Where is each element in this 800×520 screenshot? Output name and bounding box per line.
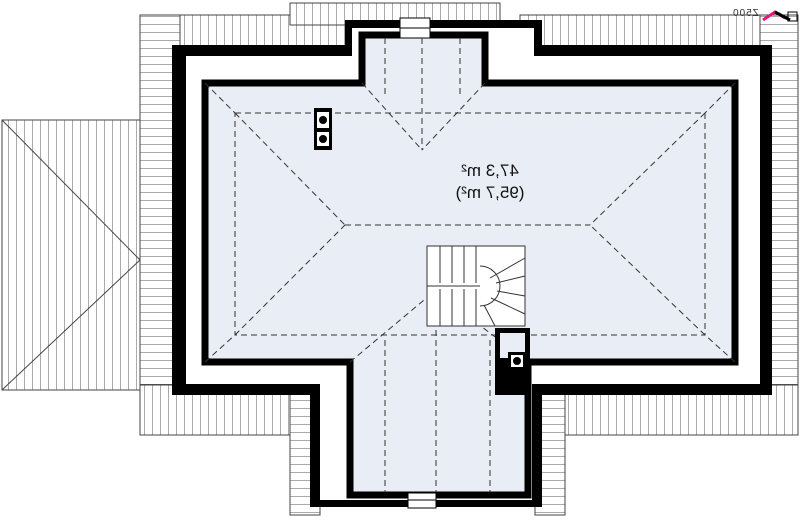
logo-mark: [762, 10, 798, 22]
chimney-2: [495, 328, 530, 395]
roof-ridge-lines: [204, 38, 736, 492]
usable-area: 47,3 m²: [461, 161, 519, 180]
staircase: [426, 245, 526, 327]
total-area: (95,7 m²): [455, 183, 525, 202]
room-area-label: 47,3 m² (95,7 m²): [400, 160, 580, 204]
logo-text: Z500: [732, 8, 759, 19]
chimney-1: [314, 108, 332, 150]
